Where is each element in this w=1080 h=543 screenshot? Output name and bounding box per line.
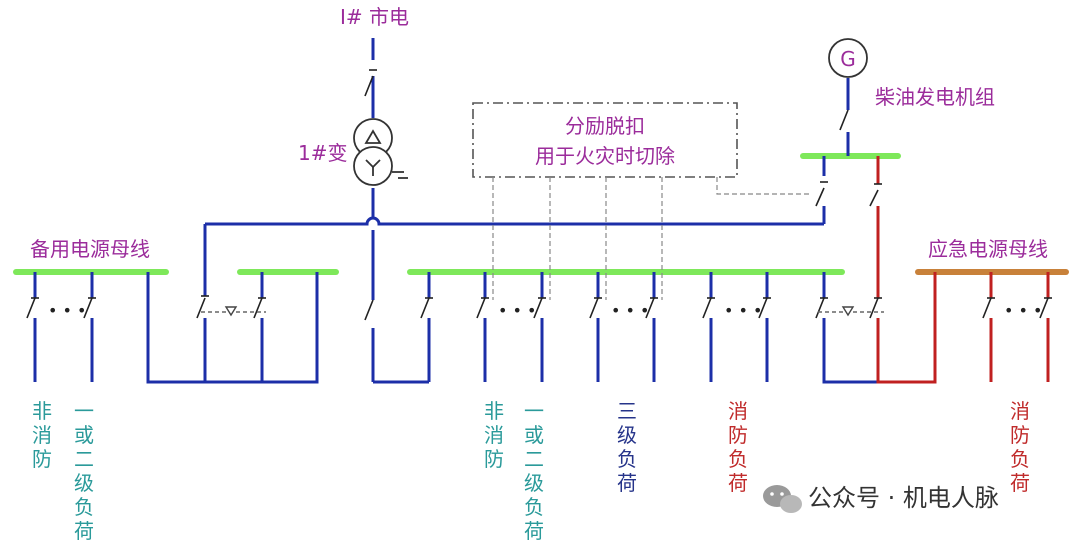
feeder-switch-5 bbox=[533, 297, 546, 319]
load-label-class3: 三级负荷 bbox=[617, 399, 637, 495]
blue-wiring bbox=[33, 38, 878, 384]
load-label-non-fire-2: 非消防 bbox=[484, 399, 504, 471]
watermark: 公众号 · 机电人脉 bbox=[763, 484, 999, 513]
load-label-class12-1: 一或二级负荷 bbox=[74, 399, 94, 543]
interlock-triangles bbox=[224, 306, 855, 317]
shunt-trip-label-2: 用于火灾时切除 bbox=[535, 144, 675, 168]
utility-switch bbox=[364, 69, 377, 97]
feeder-switch-7 bbox=[645, 297, 658, 319]
shunt-trip-box bbox=[472, 102, 738, 178]
feeder-switch-4 bbox=[476, 297, 489, 319]
generator-set-label: 柴油发电机组 bbox=[875, 85, 995, 109]
gen-red-switch bbox=[869, 183, 882, 207]
feeder-switch-3 bbox=[420, 297, 433, 319]
ellipses: • • • • • • • • • • • • • • • bbox=[48, 301, 1042, 320]
transformer-label: 1#变 bbox=[298, 141, 347, 165]
shunt-trip-label-1: 分励脱扣 bbox=[565, 114, 645, 138]
feeder-switch-8 bbox=[702, 297, 715, 319]
emergency-bus-label: 应急电源母线 bbox=[928, 237, 1048, 261]
transformer-switch bbox=[364, 299, 374, 321]
feeder-switch-6 bbox=[589, 297, 602, 319]
utility-power-label: I# 市电 bbox=[340, 5, 409, 29]
generator-switch bbox=[839, 109, 849, 131]
feeder-switch-9 bbox=[758, 297, 771, 319]
feeder-switch-2 bbox=[83, 297, 96, 319]
busbars bbox=[13, 153, 1069, 275]
ellipsis-5: • • • bbox=[1004, 301, 1042, 320]
ellipsis-4: • • • bbox=[724, 301, 762, 320]
feeder-switch-10 bbox=[815, 297, 828, 319]
load-label-class12-2: 一或二级负荷 bbox=[524, 399, 544, 543]
generator-symbol: G bbox=[828, 38, 868, 78]
tie-switch-left-2 bbox=[253, 297, 266, 319]
transformer-symbol bbox=[353, 118, 408, 186]
watermark-text: 公众号 · 机电人脉 bbox=[808, 484, 999, 512]
load-label-fire-2: 消防负荷 bbox=[1010, 399, 1030, 495]
generator-letter: G bbox=[840, 47, 856, 71]
wechat-icon bbox=[763, 485, 802, 513]
switches bbox=[26, 69, 1052, 321]
feeder-switch-12 bbox=[982, 297, 995, 319]
ellipsis-2: • • • bbox=[498, 301, 536, 320]
feeder-switch-13 bbox=[1039, 297, 1052, 319]
shunt-trip bbox=[472, 102, 812, 300]
ellipsis-1: • • • bbox=[48, 301, 86, 320]
tie-switch-left bbox=[196, 295, 209, 319]
feeder-switch-11 bbox=[869, 297, 882, 319]
standby-bus-label: 备用电源母线 bbox=[30, 237, 150, 261]
tie-switch-upper bbox=[815, 181, 828, 207]
tie-crossing-line bbox=[205, 216, 824, 226]
ellipsis-3: • • • bbox=[611, 301, 649, 320]
feeder-switch-1 bbox=[26, 297, 39, 319]
load-label-non-fire-1: 非消防 bbox=[32, 399, 52, 471]
red-wiring bbox=[876, 156, 1050, 384]
load-label-fire-1: 消防负荷 bbox=[728, 399, 748, 495]
